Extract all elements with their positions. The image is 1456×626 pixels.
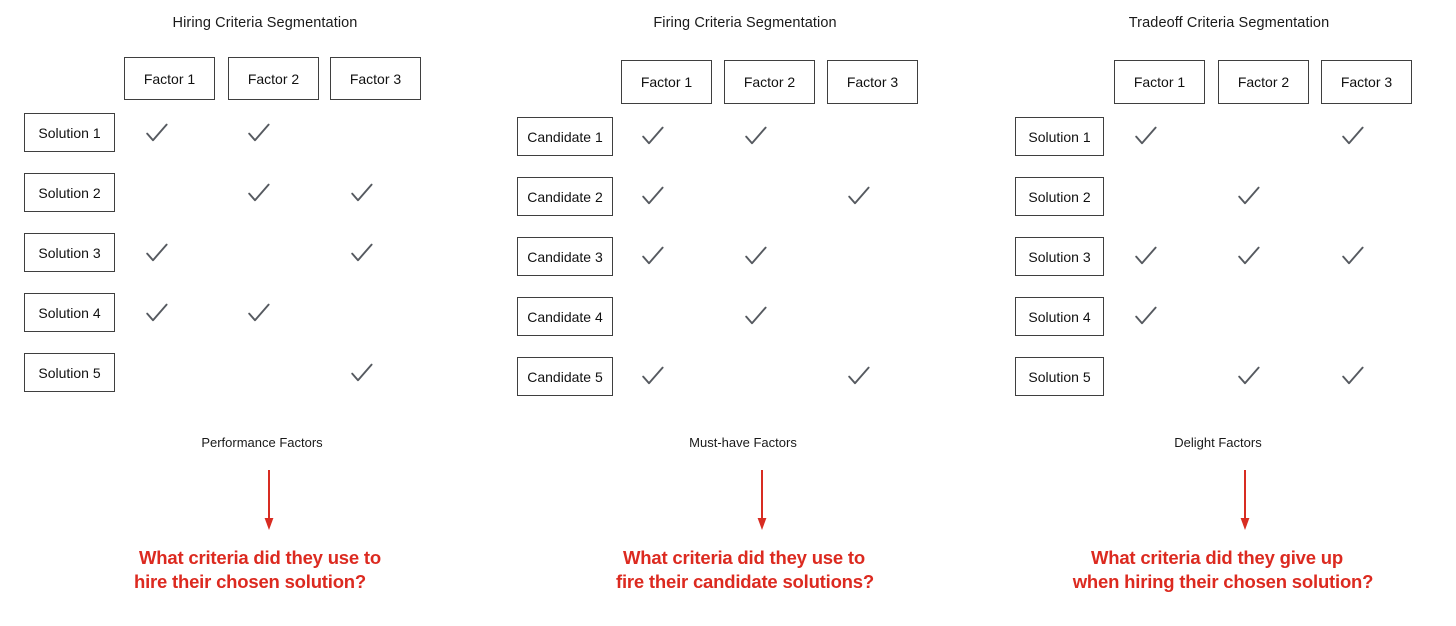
check-icon	[1340, 123, 1366, 149]
check-icon	[743, 123, 769, 149]
row-label[interactable]: Solution 3	[1015, 237, 1104, 276]
row-label[interactable]: Solution 1	[24, 113, 115, 152]
column-header-factor-3[interactable]: Factor 3	[330, 57, 421, 100]
panel-title: Hiring Criteria Segmentation	[172, 15, 358, 31]
check-icon	[743, 303, 769, 329]
row-label[interactable]: Solution 5	[1015, 357, 1104, 396]
row-label[interactable]: Solution 2	[24, 173, 115, 212]
row-label[interactable]: Solution 2	[1015, 177, 1104, 216]
column-header-factor-2[interactable]: Factor 2	[228, 57, 319, 100]
factor-kind-label: Delight Factors	[1174, 435, 1262, 450]
row-label[interactable]: Solution 3	[24, 233, 115, 272]
check-icon	[1340, 243, 1366, 269]
row-label[interactable]: Candidate 4	[517, 297, 613, 336]
check-icon	[144, 240, 170, 266]
factor-kind-label: Must-have Factors	[689, 435, 797, 450]
column-header-factor-3[interactable]: Factor 3	[827, 60, 918, 104]
check-icon	[1236, 183, 1262, 209]
column-header-factor-1[interactable]: Factor 1	[124, 57, 215, 100]
check-icon	[640, 183, 666, 209]
check-icon	[1236, 243, 1262, 269]
question-text: What criteria did they give up when hiri…	[1072, 547, 1374, 592]
row-label[interactable]: Candidate 1	[517, 117, 613, 156]
check-icon	[1236, 363, 1262, 389]
row-label[interactable]: Solution 1	[1015, 117, 1104, 156]
row-label[interactable]: Solution 5	[24, 353, 115, 392]
column-header-factor-1[interactable]: Factor 1	[1114, 60, 1205, 104]
row-label[interactable]: Solution 4	[24, 293, 115, 332]
check-icon	[246, 180, 272, 206]
check-icon	[743, 243, 769, 269]
down-arrow-icon	[755, 470, 769, 532]
question-text: What criteria did they use to fire their…	[616, 547, 874, 592]
check-icon	[349, 240, 375, 266]
question-text: What criteria did they use to hire their…	[133, 547, 381, 592]
down-arrow-icon	[1238, 470, 1252, 532]
column-header-factor-2[interactable]: Factor 2	[724, 60, 815, 104]
column-header-factor-1[interactable]: Factor 1	[621, 60, 712, 104]
down-arrow-icon	[262, 470, 276, 532]
check-icon	[1133, 243, 1159, 269]
check-icon	[846, 183, 872, 209]
column-header-factor-3[interactable]: Factor 3	[1321, 60, 1412, 104]
check-icon	[640, 123, 666, 149]
check-icon	[349, 180, 375, 206]
check-icon	[246, 300, 272, 326]
check-icon	[640, 243, 666, 269]
check-icon	[246, 120, 272, 146]
factor-kind-label: Performance Factors	[201, 435, 323, 450]
panel-title: Firing Criteria Segmentation	[653, 15, 837, 31]
panel-title: Tradeoff Criteria Segmentation	[1128, 15, 1330, 31]
column-header-factor-2[interactable]: Factor 2	[1218, 60, 1309, 104]
check-icon	[349, 360, 375, 386]
row-label[interactable]: Candidate 3	[517, 237, 613, 276]
row-label[interactable]: Candidate 2	[517, 177, 613, 216]
check-icon	[1133, 123, 1159, 149]
check-icon	[846, 363, 872, 389]
check-icon	[1133, 303, 1159, 329]
row-label[interactable]: Candidate 5	[517, 357, 613, 396]
check-icon	[1340, 363, 1366, 389]
check-icon	[144, 300, 170, 326]
row-label[interactable]: Solution 4	[1015, 297, 1104, 336]
check-icon	[144, 120, 170, 146]
check-icon	[640, 363, 666, 389]
